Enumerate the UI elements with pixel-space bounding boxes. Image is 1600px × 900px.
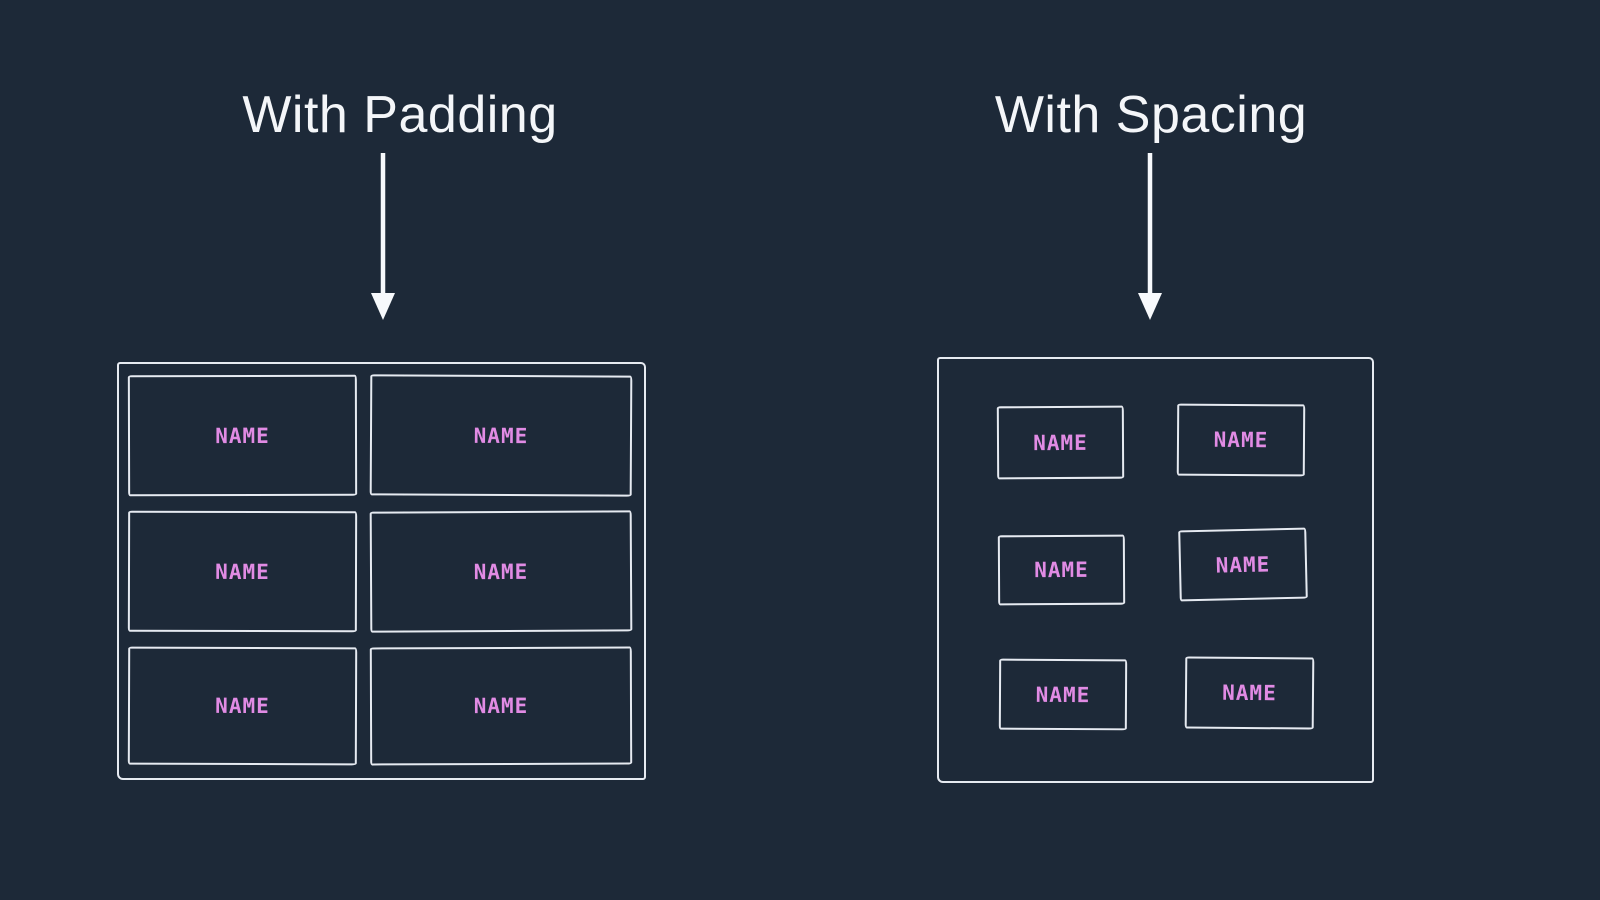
name-label: NAME <box>1222 680 1277 706</box>
spacing-outer-frame: NAME NAME NAME NAME NAME NAME <box>937 357 1374 783</box>
name-box: NAME <box>1178 527 1308 602</box>
padding-title: With Padding <box>242 86 558 144</box>
name-box: NAME <box>997 534 1126 606</box>
name-label: NAME <box>1213 427 1269 453</box>
name-label: NAME <box>473 693 529 719</box>
name-box: NAME <box>127 646 358 766</box>
name-box: NAME <box>1184 656 1315 730</box>
name-label: NAME <box>215 423 270 448</box>
name-box: NAME <box>996 405 1125 480</box>
name-label: NAME <box>473 559 529 584</box>
name-box: NAME <box>369 646 633 766</box>
name-box: NAME <box>369 510 633 633</box>
name-label: NAME <box>215 693 270 719</box>
name-box: NAME <box>998 658 1128 731</box>
name-label: NAME <box>1035 682 1091 707</box>
name-box: NAME <box>369 374 633 497</box>
down-arrow-icon <box>1138 153 1162 320</box>
name-box: NAME <box>127 374 358 497</box>
spacing-title: With Spacing <box>994 86 1308 144</box>
name-label: NAME <box>215 559 270 584</box>
name-label: NAME <box>1034 557 1089 583</box>
name-label: NAME <box>473 423 529 448</box>
name-box: NAME <box>1176 403 1306 477</box>
name-box: NAME <box>127 510 358 633</box>
down-arrow-icon <box>371 153 395 320</box>
padding-outer-frame: NAME NAME NAME NAME NAME NAME <box>117 362 646 780</box>
name-label: NAME <box>1215 551 1271 578</box>
name-label: NAME <box>1033 430 1088 455</box>
